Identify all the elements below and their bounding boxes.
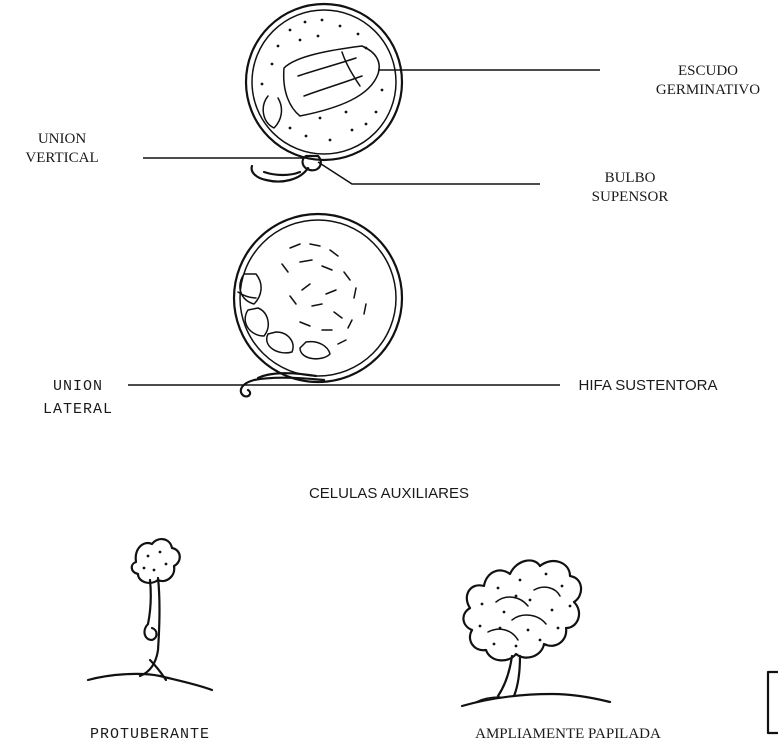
label-bulbo-1: BULBO [605, 170, 656, 186]
papilada-hypha [462, 694, 610, 706]
protuberante-dots [143, 551, 168, 572]
germinative-shield-shape [284, 46, 380, 116]
papilada-dots [479, 573, 572, 648]
section-title: CELULAS AUXILIARES [309, 485, 469, 502]
protuberante-stalk [145, 580, 157, 640]
spore2-lobes [238, 274, 330, 359]
label-escudo-1: ESCUDO [678, 63, 738, 79]
spore-lateral-union [234, 214, 402, 396]
papilada-head [463, 560, 581, 660]
spore2-wall-inner [240, 220, 396, 376]
auxiliary-cell-papilada [462, 560, 610, 706]
spore-vertical-union [246, 4, 402, 182]
label-union-lateral-1: UNION [53, 378, 103, 395]
spore-texture-dots [261, 19, 384, 142]
papilada-lobes [488, 587, 560, 640]
suspensor-hypha-inner [264, 172, 300, 175]
edge-bracket [768, 672, 778, 733]
leader-bulbo [318, 162, 540, 184]
label-ampliamente-papilada: AMPLIAMENTE PAPILADA [475, 726, 661, 742]
shield-fold-2 [304, 76, 362, 96]
spore2-dash-marks [282, 244, 366, 344]
protuberante-branch [150, 660, 166, 680]
label-hifa-sustentora: HIFA SUSTENTORA [579, 377, 718, 394]
shield-fold-3 [342, 52, 360, 86]
label-bulbo-2: SUPENSOR [592, 189, 669, 205]
papilada-stalk [498, 656, 512, 696]
label-protuberante: PROTUBERANTE [90, 726, 210, 743]
label-union-vertical-1: UNION [38, 131, 86, 147]
shield-fold [298, 58, 356, 76]
spore-inner-body [263, 96, 281, 128]
label-union-lateral-2: LATERAL [43, 401, 113, 418]
label-union-vertical-2: VERTICAL [25, 150, 98, 166]
auxiliary-cell-protuberante [88, 539, 212, 690]
label-escudo-2: GERMINATIVO [656, 82, 760, 98]
spore-wall-outer [246, 4, 402, 160]
lateral-hypha [241, 378, 324, 397]
protuberante-head [132, 539, 180, 583]
protuberante-hypha [88, 674, 212, 690]
suspensor-hypha [252, 166, 308, 182]
papilada-stalk-2 [514, 656, 520, 696]
